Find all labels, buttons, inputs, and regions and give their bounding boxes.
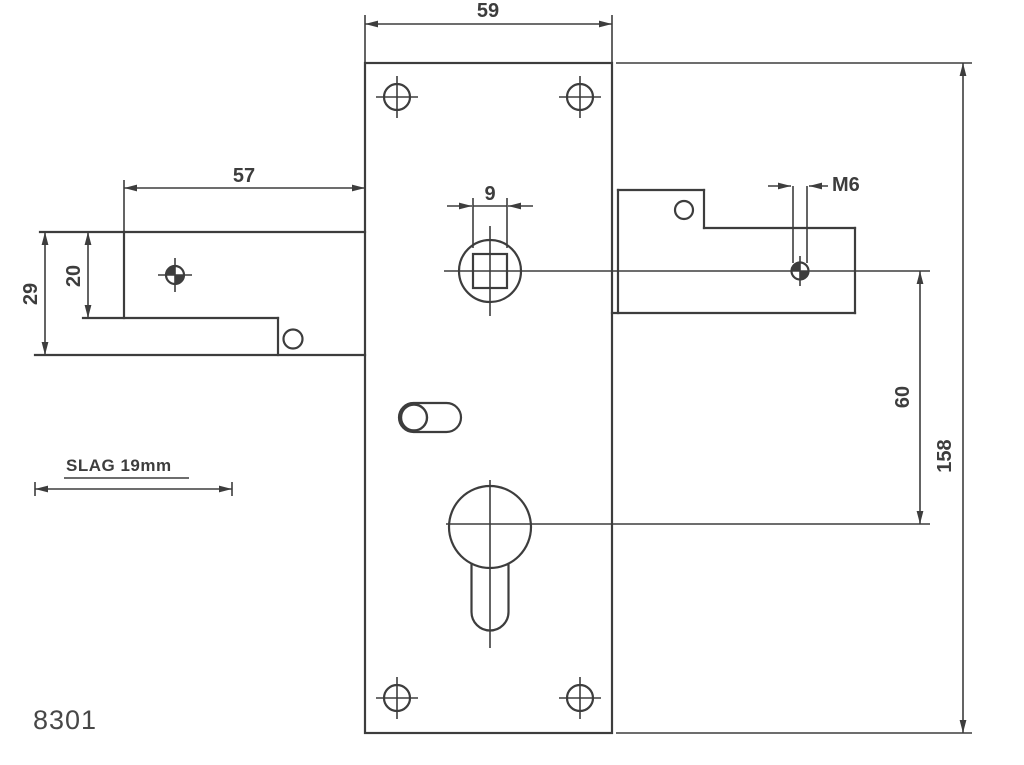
screw-hole-bottom-right bbox=[559, 677, 601, 719]
dimension-left-outer-height: 29 bbox=[20, 232, 49, 355]
dimension-label: 158 bbox=[934, 439, 956, 472]
center-lines bbox=[444, 270, 930, 525]
slot-circle bbox=[399, 403, 429, 432]
dimension-label: 9 bbox=[484, 183, 495, 205]
dimension-label: 59 bbox=[477, 0, 499, 22]
dimension-label: M6 bbox=[832, 174, 860, 196]
dimension-label: 29 bbox=[20, 283, 42, 305]
screw-quadrant bbox=[175, 275, 184, 284]
screw-hole-top-left bbox=[376, 76, 418, 118]
fixing-screw-symbol bbox=[158, 258, 192, 292]
faceplate-outline bbox=[363, 61, 614, 735]
dimension-plate-width: 59 bbox=[364, 0, 613, 63]
slot-outline bbox=[397, 401, 463, 434]
dimension-label: 60 bbox=[892, 386, 914, 408]
faceplate-front-view bbox=[363, 61, 614, 735]
side-hole bbox=[282, 328, 304, 350]
part-number: 8301 bbox=[33, 705, 97, 735]
dimension-total-height: 158 bbox=[616, 62, 972, 734]
screw-quadrant bbox=[800, 271, 809, 280]
screw-quadrant bbox=[166, 266, 175, 275]
euro-cylinder-keyhole bbox=[447, 480, 533, 648]
dimension-left-inner-height: 20 bbox=[63, 232, 92, 318]
right-side-view bbox=[610, 186, 857, 315]
dimension-left-width: 57 bbox=[123, 165, 365, 232]
dimension-label: 20 bbox=[63, 265, 85, 287]
dimension-thread: M6 bbox=[768, 174, 860, 196]
screw-hole-top-right bbox=[559, 76, 601, 118]
dimension-label: 57 bbox=[233, 165, 255, 187]
dimension-hole-spacing: 60 bbox=[892, 271, 924, 524]
screw-hole-bottom-left bbox=[376, 677, 418, 719]
screw-quadrant bbox=[791, 262, 800, 271]
side-hole bbox=[673, 199, 695, 221]
dimension-spindle: 9 bbox=[447, 183, 533, 248]
thumb-turn-slot bbox=[397, 401, 463, 434]
stroke-note-dimension: SLAG 19mm bbox=[34, 456, 233, 496]
stroke-note-label: SLAG 19mm bbox=[66, 456, 172, 475]
left-side-view bbox=[33, 230, 367, 357]
